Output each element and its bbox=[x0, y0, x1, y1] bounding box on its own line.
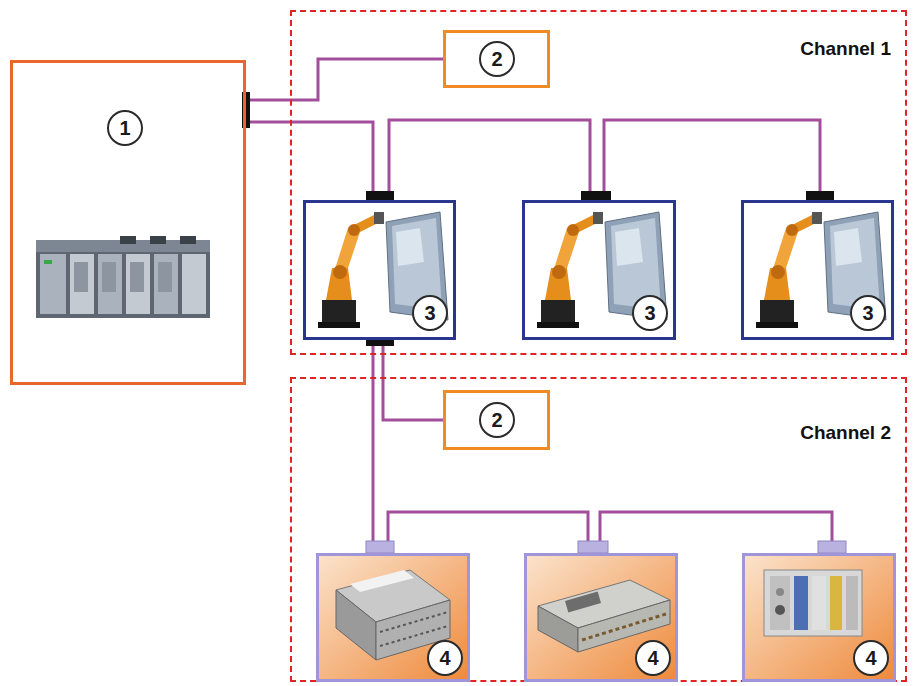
io-box: 4 bbox=[524, 553, 678, 682]
io-box-ground bbox=[526, 555, 676, 680]
plc-illustration bbox=[36, 236, 210, 318]
robot-box: 3 bbox=[522, 200, 676, 340]
channel-region: Channel 1 2 3 3 3 bbox=[290, 10, 907, 355]
callout-number: 4 bbox=[635, 640, 671, 676]
callout-number: 3 bbox=[412, 295, 448, 331]
device-box: 2 bbox=[443, 30, 550, 88]
bus-wire bbox=[604, 120, 820, 200]
connector-tab bbox=[366, 191, 394, 200]
callout-number: 2 bbox=[479, 402, 515, 438]
io-box: 4 bbox=[742, 553, 896, 682]
callout-number: 3 bbox=[850, 295, 886, 331]
channel-region: Channel 2 2 4 4 4 bbox=[290, 377, 907, 682]
channel-label: Channel 1 bbox=[798, 38, 893, 60]
device-box: 2 bbox=[443, 390, 550, 450]
bus-wire bbox=[388, 512, 588, 553]
callout-number: 4 bbox=[427, 640, 463, 676]
callout-number: 3 bbox=[632, 295, 668, 331]
callout-number: 2 bbox=[479, 41, 515, 77]
bus-wire bbox=[389, 120, 590, 200]
bus-wire bbox=[372, 340, 375, 553]
callout-number: 1 bbox=[107, 110, 143, 146]
io-box-ground bbox=[744, 555, 894, 680]
channel-label: Channel 2 bbox=[798, 422, 893, 444]
io-box: 4 bbox=[316, 553, 470, 682]
connector-tab bbox=[806, 191, 834, 200]
bus-wire bbox=[246, 59, 443, 100]
io-box-ground bbox=[318, 555, 468, 680]
connector-tab bbox=[578, 541, 608, 553]
io-module-illustration bbox=[764, 570, 862, 636]
connector-tab bbox=[581, 191, 611, 200]
robot-box: 3 bbox=[303, 200, 456, 340]
robot-box: 3 bbox=[741, 200, 894, 340]
bus-wire bbox=[383, 340, 443, 420]
connector-tab bbox=[818, 541, 846, 553]
connector-tab bbox=[366, 541, 394, 553]
controller-box: 1 bbox=[10, 60, 246, 385]
bus-wire bbox=[600, 512, 832, 553]
callout-number: 4 bbox=[853, 640, 889, 676]
bus-wire bbox=[246, 122, 373, 200]
